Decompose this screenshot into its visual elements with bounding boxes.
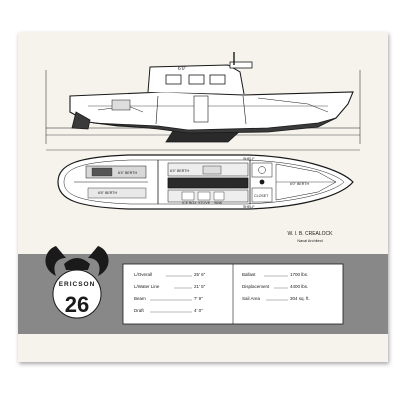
plan-view — [46, 149, 360, 210]
horn-right-front — [88, 246, 109, 276]
designer-name: W. I. B. CREALOCK — [287, 231, 333, 237]
ice-box-outline — [181, 191, 195, 201]
cabin-sole — [167, 177, 249, 189]
bulkhead-aft — [155, 95, 159, 125]
bow-detail — [257, 97, 329, 113]
stove-outline — [197, 191, 211, 201]
forward-hatch — [229, 61, 253, 69]
settee-berth-label: 6'4" BERTH — [118, 171, 137, 175]
spec-loa-label: L/Overall — [134, 272, 152, 277]
viking-helmet-front — [64, 258, 90, 270]
spec-draft-label: Draft — [134, 308, 145, 313]
companionway — [193, 95, 209, 123]
quarter-berth-label: 6'6" BERTH — [98, 191, 117, 195]
bulkhead-fwd — [242, 95, 247, 125]
spec-right-column: Ballast 1700 lbs. Displacement 4400 lbs.… — [242, 272, 310, 301]
closet-compartment — [251, 187, 273, 203]
spec-lwl-value: 21' 5" — [194, 284, 206, 289]
porthole-mid — [188, 74, 205, 85]
headroom-label: 6'0" — [178, 66, 187, 72]
horn-left-front — [45, 246, 66, 276]
sink-outline — [213, 191, 225, 201]
boat-plans: 6'0" — [18, 52, 388, 334]
engine-box — [91, 167, 113, 177]
spec-ballast-label: Ballast — [242, 272, 256, 277]
brand-name-front: ERICSON — [59, 281, 96, 288]
spec-displacement-value: 4400 lbs. — [290, 284, 308, 289]
plan-labels: 6'6" BERTH 6'4" BERTH 6'4" BERTH 6'0" BE… — [98, 157, 309, 209]
profile-view — [45, 52, 361, 144]
brochure-sheet: 6'0" — [18, 32, 388, 362]
spec-loa-value: 25' 6" — [194, 272, 206, 277]
cockpit-seat — [111, 99, 131, 111]
dinette-table — [202, 165, 222, 175]
spec-sailarea-value: 304 sq. ft. — [290, 296, 310, 301]
vberth-label: 6'0" BERTH — [290, 182, 309, 186]
stove-label: STOVE — [198, 201, 211, 205]
head-toilet — [258, 166, 266, 174]
spec-displacement-label: Displacement — [242, 284, 270, 289]
designer-title: Naval Architect — [297, 239, 323, 243]
cockpit-locker — [87, 187, 147, 199]
shelf-aft-label: SHELF — [243, 157, 255, 161]
rudder — [71, 111, 91, 130]
dinette-berth-label: 6'4" BERTH — [170, 169, 189, 173]
spec-sailarea-label: Sail Area — [242, 296, 261, 301]
porthole-aft — [165, 74, 182, 85]
spec-ballast-value: 1700 lbs. — [290, 272, 308, 277]
porthole-fwd — [209, 74, 226, 85]
brand-number-front: 26 — [65, 292, 89, 317]
spec-lwl-label: L/Water Line — [134, 284, 160, 289]
plan-deck-line — [63, 159, 345, 205]
spec-beam-value: 7' 9" — [194, 296, 203, 301]
spec-beam-label: Beam — [134, 296, 146, 301]
head-compartment — [251, 162, 273, 178]
bottom-paint — [92, 117, 337, 134]
spec-left-column: L/Overall 25' 6" L/Water Line 21' 5" Bea… — [134, 272, 206, 313]
shelf-fwd-label: SHELF — [243, 205, 255, 209]
mast-step — [259, 179, 265, 185]
sink-label: SINK — [214, 201, 223, 205]
closet-label: CLOSET — [254, 194, 269, 198]
ice-box-label: ICE BOX — [182, 201, 197, 205]
spec-draft-value: 4' 0" — [194, 308, 203, 313]
